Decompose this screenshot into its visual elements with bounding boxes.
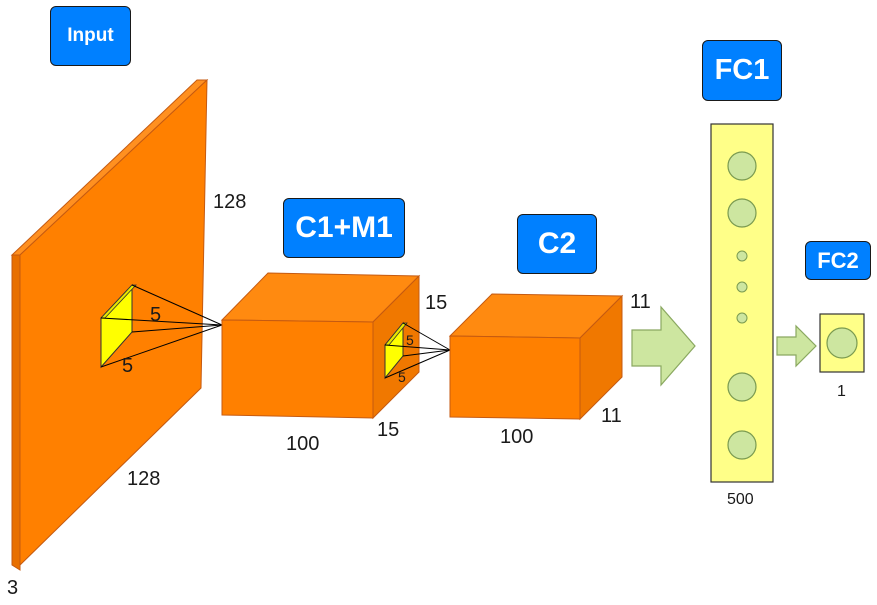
kernel-2-size-b: 5 (398, 369, 406, 385)
kernel-2 (384, 321, 451, 380)
input-depth-label: 3 (7, 577, 19, 599)
fc1-ellipsis-dot (736, 281, 748, 293)
fc1-neuron (727, 151, 757, 181)
fc2-label: FC2 (805, 241, 871, 280)
c2-label: C2 (517, 214, 597, 274)
fc1-neuron (727, 198, 757, 228)
kernel-2-line (402, 349, 451, 357)
arrow-fc1-to-fc2 (776, 324, 817, 368)
c1m1-width-label: 15 (377, 419, 400, 441)
input-label: Input (50, 6, 131, 66)
fc1-label: FC1 (702, 40, 782, 101)
fc1-layer (710, 123, 774, 483)
c2-front (449, 335, 581, 420)
input-slab-side (11, 254, 21, 571)
kernel-1 (100, 283, 223, 369)
c1m1-label: C1+M1 (283, 198, 405, 258)
c1m1-height-label: 15 (425, 292, 448, 314)
input-height-label: 128 (213, 191, 247, 213)
c2-height-label: 11 (630, 291, 651, 313)
kernel-1-size-b: 5 (122, 355, 134, 377)
c2-width-label: 11 (601, 405, 622, 427)
arrow-c2-to-fc1 (631, 305, 696, 387)
kernel-1-line (131, 284, 223, 326)
input-width-label: 128 (127, 468, 161, 490)
fc2-neuron (826, 327, 858, 359)
kernel-1-size-a: 5 (150, 304, 162, 326)
kernel-1-line (100, 317, 223, 326)
c1m1-depth-label: 100 (286, 433, 320, 455)
kernel-2-line (402, 322, 451, 351)
kernel-2-line (384, 344, 451, 351)
kernel-1-line (100, 324, 223, 368)
kernel-1-line (131, 324, 223, 333)
fc2-units-label: 1 (837, 383, 846, 400)
c1m1-front (221, 319, 374, 419)
c2-block (448, 293, 624, 421)
c2-depth-label: 100 (500, 426, 534, 448)
kernel-2-size-a: 5 (406, 332, 414, 348)
fc2-layer (819, 313, 865, 373)
kernel-2-line (384, 349, 451, 379)
fc1-neuron (727, 372, 757, 402)
fc1-units-label: 500 (727, 491, 754, 508)
fc1-ellipsis-dot (736, 250, 748, 262)
fc1-ellipsis-dot (736, 312, 748, 324)
fc1-column (710, 123, 774, 483)
fc1-neuron (727, 430, 757, 460)
